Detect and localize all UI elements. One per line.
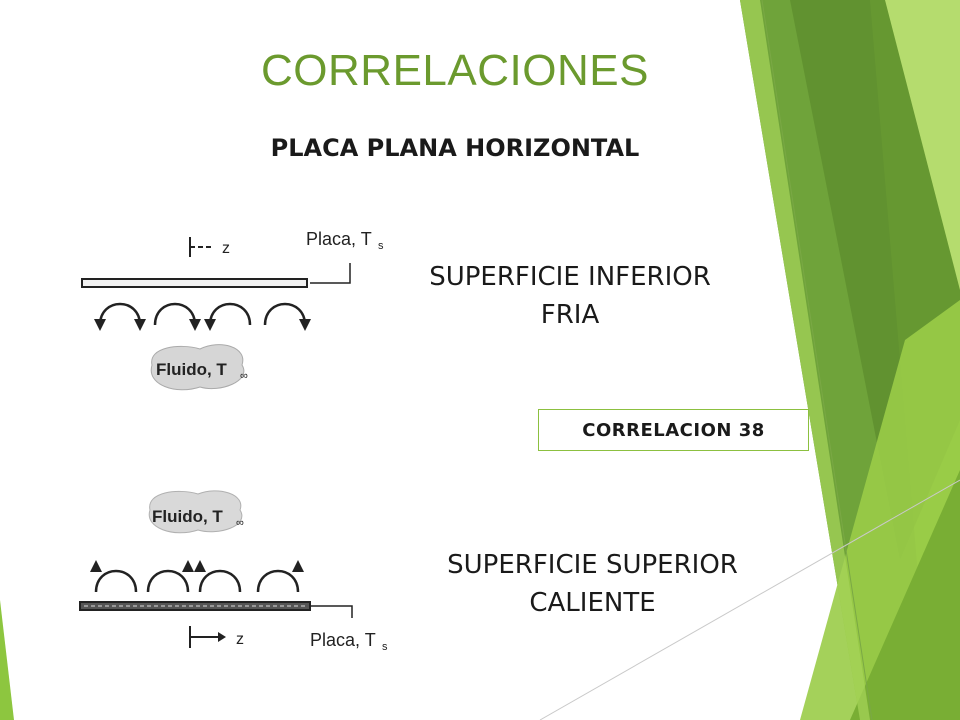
z-axis-label: z — [236, 631, 244, 648]
fluid-cloud — [148, 490, 243, 534]
z-axis-label: z — [222, 240, 230, 257]
plate — [81, 278, 308, 288]
hot-top-surface-label: SUPERFICIE SUPERIOR CALIENTE — [420, 546, 765, 622]
fluid-label: Fluido, T — [156, 360, 227, 379]
cold-bottom-line1: SUPERFICIE INFERIOR — [429, 262, 711, 292]
plate-leader-line — [310, 263, 351, 284]
cold-bottom-line2: FRIA — [540, 300, 600, 330]
hot-top-line2: CALIENTE — [529, 588, 656, 618]
fluid-cloud — [150, 344, 245, 391]
correlation-number-box: CORRELACION 38 — [538, 409, 809, 451]
convection-arrows — [98, 302, 307, 326]
convection-arrowheads — [90, 560, 304, 572]
hot-top-surface-figure: Fluido, T ∞ z Placa, T s — [79, 490, 388, 653]
hot-top-line1: SUPERFICIE SUPERIOR — [447, 550, 738, 580]
plate-label-subscript: s — [382, 641, 388, 653]
convection-arrows — [94, 569, 300, 593]
cold-bottom-surface-figure: z Placa, T s Fluido, T ∞ — [81, 229, 384, 391]
fluid-label-subscript: ∞ — [236, 517, 244, 529]
convection-arrowheads — [94, 319, 311, 331]
plate-label-subscript: s — [378, 240, 384, 252]
plate-label: Placa, T — [310, 630, 376, 650]
plate-leader-line — [310, 605, 353, 618]
fluid-label-subscript: ∞ — [240, 370, 248, 382]
plate-label: Placa, T — [306, 229, 372, 249]
slide-title: CORRELACIONES — [261, 46, 649, 95]
cold-bottom-surface-label: SUPERFICIE INFERIOR FRIA — [400, 258, 740, 334]
fluid-label: Fluido, T — [152, 507, 223, 526]
slide-subtitle: PLACA PLANA HORIZONTAL — [270, 134, 640, 162]
